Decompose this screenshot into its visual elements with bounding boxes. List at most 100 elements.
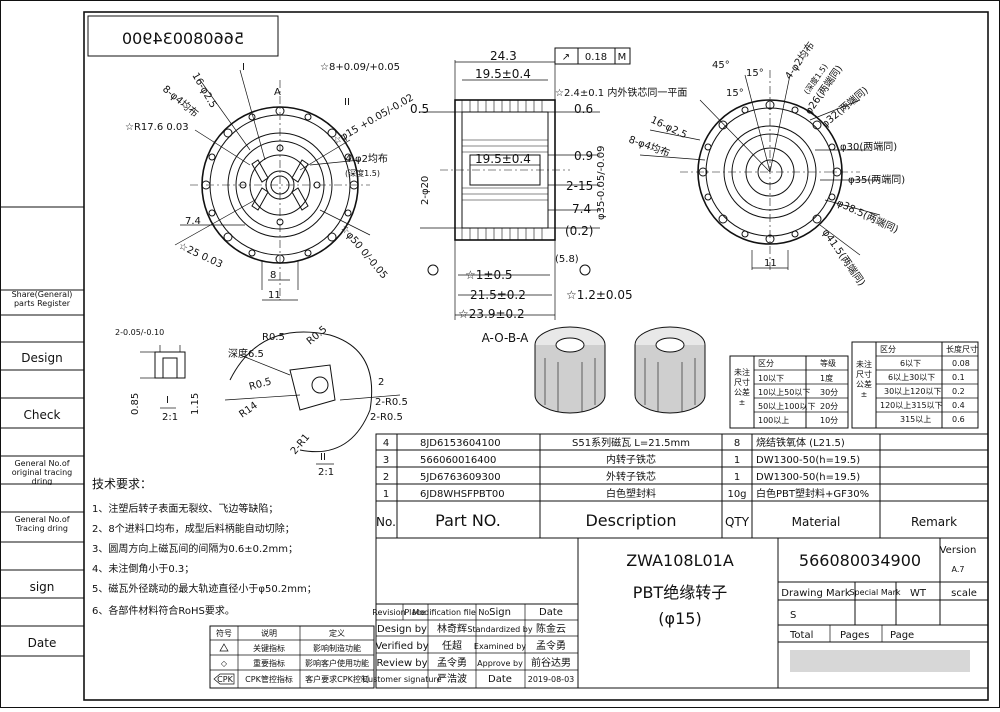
right-dim-4-holes: 4-φ2均布 bbox=[783, 40, 817, 82]
legend-r2-def: 客户要求CPK控制 bbox=[305, 674, 369, 684]
legend-r1-symbol: ◇ bbox=[221, 659, 228, 668]
right-angle-15a: 15° bbox=[746, 68, 764, 79]
section-dim-1: ☆1±0.5 bbox=[465, 268, 513, 282]
section-dim-7-4: 7.4 bbox=[572, 202, 591, 216]
bom-header-part: Part NO. bbox=[435, 511, 501, 530]
detail1-dim-2: 2-0.05/-0.10 bbox=[115, 328, 164, 337]
standardized-value: 陈金云 bbox=[536, 622, 566, 635]
version-value: A.7 bbox=[952, 565, 965, 574]
right-dim-11: 11 bbox=[764, 258, 777, 269]
detail1-scale: 2:1 bbox=[162, 412, 178, 423]
review-label: Review by bbox=[376, 658, 427, 669]
mirrored-drawing-number: 566080034900 bbox=[122, 29, 244, 48]
detail-view-two: R0.5 R0.5 深度6.5 R0.5 2 2-R0.5 2-R0.5 R14… bbox=[224, 324, 408, 478]
date-row-value: 2019-08-03 bbox=[528, 675, 575, 684]
bom-r2-qty: 1 bbox=[734, 472, 740, 483]
verified-label: Verified by bbox=[375, 641, 428, 652]
rotor-3d-view-a bbox=[534, 326, 606, 414]
section-dim-21-5: 21.5±0.2 bbox=[470, 288, 526, 302]
tol1-r3c0: 100以上 bbox=[758, 416, 789, 425]
part-size: (φ15) bbox=[658, 609, 701, 628]
bom-r0-qty: 8 bbox=[734, 438, 740, 449]
wt-label: WT bbox=[910, 588, 927, 599]
original-tracing-label: General No.of original tracing dring bbox=[11, 459, 73, 485]
title-block: ZWA108L01A 566080034900 Version A.7 PBT绝… bbox=[362, 537, 989, 689]
design-by-value: 林奇辉 bbox=[437, 622, 467, 635]
tol2-r1c1: 0.1 bbox=[952, 373, 965, 382]
date-label: Date bbox=[28, 636, 57, 650]
bom-r2-no: 2 bbox=[383, 472, 389, 483]
left-dim-depth: (深度1.5) bbox=[345, 168, 380, 178]
bom-r2-part: 5JD6763609300 bbox=[420, 472, 501, 483]
detail2-dim-2: 2 bbox=[378, 377, 384, 388]
rev-header-modification: Modification file No. bbox=[412, 608, 491, 617]
tol2-r2c0: 30以上120以下 bbox=[884, 387, 941, 396]
legend-table: 符号 说明 定义 关键指标 影响制造功能 ◇ 重要指标 影响客户使用功能 CPK… bbox=[209, 625, 375, 689]
left-dim-4-holes: 4-φ2均布 bbox=[345, 153, 388, 165]
approve-value: 前谷达男 bbox=[531, 656, 571, 669]
rotor-3d-view-b bbox=[634, 326, 706, 414]
right-end-view: 45° 15° 15° 4-φ2均布 (深度1.5) φ26(两端同) 16-φ… bbox=[627, 40, 905, 289]
bom-r2-desc: 外转子铁芯 bbox=[606, 470, 656, 483]
bom-r1-part: 566060016400 bbox=[420, 455, 496, 466]
section-dim-0-9: 0.9 bbox=[574, 149, 593, 163]
tech-item-5: 5、磁瓦外径跳动的最大轨迹直径小于φ50.2mm； bbox=[92, 582, 317, 595]
blurred-signature-area bbox=[790, 650, 970, 672]
rev-header-place: Place bbox=[404, 608, 425, 617]
tol2-r4c0: 315以上 bbox=[900, 415, 931, 424]
verified-value: 任超 bbox=[442, 639, 462, 652]
right-dim-phi38: φ38.5(两端同) bbox=[835, 196, 901, 236]
part-name: PBT绝缘转子 bbox=[633, 583, 727, 602]
design-by-label: Design by bbox=[377, 624, 427, 635]
legend-header-def: 定义 bbox=[329, 628, 345, 638]
tol2-r0c0: 6以下 bbox=[900, 359, 921, 368]
legend-r2-symbol: CPK bbox=[217, 675, 233, 684]
tol1-header-0: 区分 bbox=[758, 359, 774, 368]
bom-header-remark: Remark bbox=[911, 515, 957, 529]
section-dim-19-5-mid: 19.5±0.4 bbox=[475, 152, 531, 166]
legend-r2-desc: CPK管控指标 bbox=[245, 674, 293, 684]
bom-r1-no: 3 bbox=[383, 455, 389, 466]
section-dim-2-15: 2-15 bbox=[566, 179, 593, 193]
tech-title: 技术要求： bbox=[92, 477, 152, 491]
bom-r3-part: 6JD8WHSFPBT00 bbox=[420, 489, 505, 500]
gdt-modifier: M bbox=[618, 52, 627, 63]
left-dim-25: ☆25 0.03 bbox=[177, 241, 224, 271]
tech-item-1: 1、注塑后转子表面无裂纹、飞边等缺陷； bbox=[92, 502, 278, 515]
legend-r1-def: 影响客户使用功能 bbox=[305, 658, 369, 668]
bom-r3-no: 1 bbox=[383, 489, 389, 500]
examined-label: Examined by bbox=[474, 642, 526, 651]
rev-header-revision: Revision bbox=[372, 608, 405, 617]
check-label: Check bbox=[24, 408, 61, 422]
gdt-symbol: ↗ bbox=[562, 52, 570, 63]
bom-r0-material: 烧结铁氧体 (L21.5) bbox=[756, 436, 845, 449]
title-part-number: 566080034900 bbox=[799, 551, 921, 570]
review-value: 孟令勇 bbox=[437, 656, 467, 669]
sign-label: sign bbox=[30, 580, 55, 594]
page-label: Page bbox=[890, 630, 914, 641]
right-dim-phi41: φ41.5(两端同) bbox=[820, 226, 869, 288]
tolerance-table-2: 未注尺寸公差± 区分 长度尺寸 6以下 0.08 6以上30以下 0.1 30以… bbox=[851, 341, 979, 429]
bom-table: 4 8JD6153604100 S51系列磁瓦 L=21.5mm 8 烧结铁氧体… bbox=[375, 433, 989, 539]
left-label-II: II bbox=[344, 97, 350, 108]
detail2-depth: 深度6.5 bbox=[228, 347, 264, 360]
pages-label: Pages bbox=[840, 630, 869, 641]
detail2-2r05-b: 2-R0.5 bbox=[370, 412, 403, 423]
detail2-r05-b: R0.5 bbox=[305, 324, 330, 347]
detail2-r05-a: R0.5 bbox=[262, 332, 285, 343]
tech-item-2: 2、8个进料口均布，成型后料柄能自动切除； bbox=[92, 522, 295, 535]
left-dim-16-holes: 16-φ2.5 bbox=[189, 71, 218, 110]
bom-r3-material: 白色PBT塑封料+GF30% bbox=[756, 487, 869, 500]
bom-r0-part: 8JD6153604100 bbox=[420, 438, 501, 449]
section-dim-23-9: ☆23.9±0.2 bbox=[458, 307, 525, 321]
bom-r2-material: DW1300-50(h=19.5) bbox=[756, 472, 860, 483]
model-number: ZWA108L01A bbox=[626, 551, 734, 570]
tol1-side-label: 未注尺寸公差± bbox=[734, 368, 750, 407]
detail2-scale: 2:1 bbox=[318, 467, 334, 478]
left-end-view: ☆8+0.09/+0.05 16-φ2.5 8-φ4均布 I A II ☆R17… bbox=[125, 62, 416, 301]
bom-header-no: No. bbox=[376, 515, 396, 529]
detail-view-one: 2-0.05/-0.10 I 2:1 0.85 1.15 bbox=[115, 328, 201, 423]
bom-header-qty: QTY bbox=[725, 515, 750, 529]
bom-header-material: Material bbox=[792, 515, 841, 529]
standardized-label: Standardized by bbox=[467, 625, 532, 634]
